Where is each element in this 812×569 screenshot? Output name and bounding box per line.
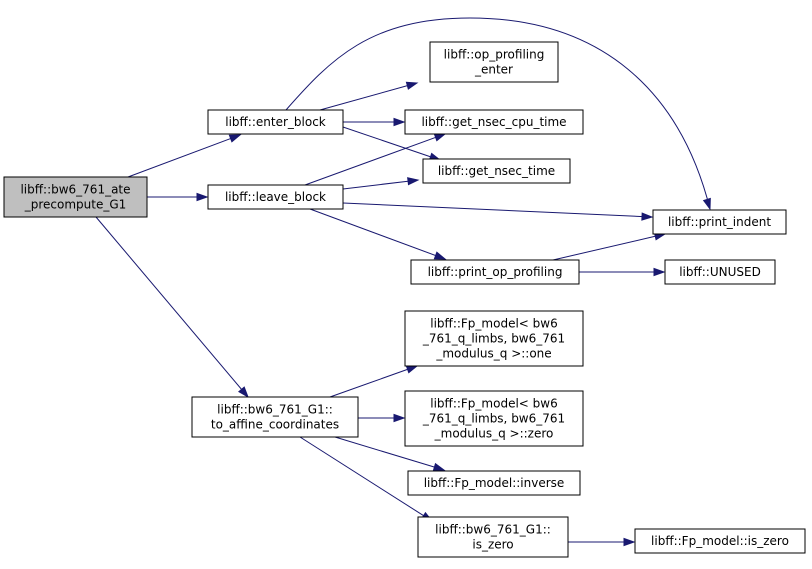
edge-leave-block-to-nsec-time bbox=[342, 177, 420, 190]
node-box bbox=[191, 396, 359, 438]
edge-enter-block-to-print-indent bbox=[285, 17, 711, 211]
nodes-layer: libff::bw6_761_ate_precompute_G1 libff::e… bbox=[3, 41, 806, 558]
node-label-line: to_affine_coordinates bbox=[211, 418, 339, 432]
node-label-line: libff::Fp_model::inverse bbox=[424, 476, 565, 490]
edge-line bbox=[95, 216, 243, 391]
node-box bbox=[664, 259, 776, 285]
node-box bbox=[3, 176, 148, 218]
node-label-line: libff::leave_block bbox=[225, 190, 326, 204]
node-box bbox=[404, 390, 584, 447]
node-label-line: _761_q_limbs, bw6_761 bbox=[422, 332, 565, 346]
edge-line bbox=[329, 368, 409, 398]
edge-line bbox=[299, 436, 425, 517]
edge-print-op-prof-to-print-indent bbox=[552, 232, 667, 261]
edge-line bbox=[552, 235, 657, 261]
edge-line bbox=[342, 202, 644, 218]
arrowhead-icon bbox=[432, 462, 446, 471]
node-root[interactable]: libff::bw6_761_ate_precompute_G1 bbox=[3, 176, 148, 218]
arrowhead-icon bbox=[407, 177, 420, 186]
edge-to-affine-to-fp-inverse bbox=[334, 436, 446, 471]
node-leave-block[interactable]: libff::leave_block bbox=[207, 184, 344, 210]
node-box bbox=[417, 516, 569, 558]
edge-to-affine-to-fp-zero bbox=[358, 413, 406, 423]
node-label-line: libff::bw6_761_ate bbox=[20, 183, 130, 197]
edge-leave-block-to-print-op-prof bbox=[309, 208, 447, 260]
node-label-line: libff::print_indent bbox=[668, 215, 771, 229]
node-box bbox=[652, 209, 787, 235]
arrowhead-icon bbox=[228, 134, 242, 143]
arrowhead-icon bbox=[641, 212, 654, 221]
node-print-indent[interactable]: libff::print_indent bbox=[652, 209, 787, 235]
node-fp-inverse[interactable]: libff::Fp_model::inverse bbox=[407, 470, 581, 496]
edge-line bbox=[304, 136, 437, 186]
node-label-line: is_zero bbox=[472, 538, 513, 552]
node-enter-block[interactable]: libff::enter_block bbox=[207, 109, 344, 135]
arrowhead-icon bbox=[393, 413, 406, 423]
node-label-line: _761_q_limbs, bw6_761 bbox=[422, 412, 565, 426]
node-box bbox=[422, 158, 571, 184]
node-label-line: libff::op_profiling bbox=[444, 48, 545, 62]
edge-line bbox=[285, 17, 711, 210]
edge-line bbox=[334, 436, 436, 468]
node-label-line: _precompute_G1 bbox=[24, 198, 127, 212]
edge-line bbox=[319, 84, 409, 111]
edge-to-affine-to-fp-one bbox=[329, 365, 419, 398]
edge-enter-block-to-nsec-cpu bbox=[343, 117, 406, 127]
node-fp-zero[interactable]: libff::Fp_model< bw6_761_q_limbs, bw6_76… bbox=[404, 390, 584, 447]
node-label-line: libff::UNUSED bbox=[679, 265, 761, 279]
node-op-prof-enter[interactable]: libff::op_profiling_enter bbox=[429, 41, 559, 83]
node-g1-is-zero[interactable]: libff::bw6_761_G1::is_zero bbox=[417, 516, 569, 558]
node-fp-one[interactable]: libff::Fp_model< bw6_761_q_limbs, bw6_76… bbox=[404, 310, 584, 367]
edge-line bbox=[342, 126, 432, 158]
node-nsec-cpu[interactable]: libff::get_nsec_cpu_time bbox=[404, 109, 584, 135]
node-box bbox=[404, 310, 584, 367]
edge-leave-block-to-print-indent bbox=[342, 202, 654, 221]
arrowhead-icon bbox=[623, 537, 636, 547]
arrowhead-icon bbox=[653, 267, 666, 277]
node-box bbox=[404, 109, 584, 135]
node-print-op-prof[interactable]: libff::print_op_profiling bbox=[410, 259, 580, 285]
arrowhead-icon bbox=[405, 365, 419, 374]
edge-enter-block-to-op-prof-enter bbox=[319, 81, 419, 111]
edge-root-to-enter-block bbox=[127, 134, 242, 178]
node-box bbox=[634, 528, 806, 554]
node-fp-is-zero[interactable]: libff::Fp_model::is_zero bbox=[634, 528, 806, 554]
node-unused[interactable]: libff::UNUSED bbox=[664, 259, 776, 285]
edge-print-op-prof-to-unused bbox=[579, 267, 666, 277]
arrowhead-icon bbox=[433, 251, 447, 260]
node-box bbox=[207, 184, 344, 210]
edge-line bbox=[309, 208, 437, 257]
arrowhead-icon bbox=[196, 192, 209, 202]
node-box bbox=[407, 470, 581, 496]
arrowhead-icon bbox=[405, 81, 419, 90]
node-label-line: _modulus_q >::zero bbox=[434, 427, 554, 441]
edge-line bbox=[342, 180, 410, 190]
arrowhead-icon bbox=[393, 117, 406, 127]
node-box bbox=[429, 41, 559, 83]
edge-g1-is-zero-to-fp-is-zero bbox=[568, 537, 636, 547]
node-label-line: libff::print_op_profiling bbox=[428, 265, 563, 279]
edge-line bbox=[127, 137, 232, 178]
arrowhead-icon bbox=[238, 386, 249, 399]
node-label-line: libff::Fp_model< bw6 bbox=[430, 397, 557, 411]
node-label-line: libff::Fp_model< bw6 bbox=[430, 317, 557, 331]
node-nsec-time[interactable]: libff::get_nsec_time bbox=[422, 158, 571, 184]
edges-layer bbox=[95, 17, 711, 547]
node-box bbox=[410, 259, 580, 285]
arrowhead-icon bbox=[433, 133, 447, 142]
node-label-line: libff::enter_block bbox=[225, 115, 326, 129]
node-label-line: libff::get_nsec_time bbox=[438, 164, 555, 178]
node-label-line: libff::bw6_761_G1:: bbox=[217, 403, 333, 417]
node-label-line: _modulus_q >::one bbox=[435, 347, 551, 361]
edge-root-to-leave-block bbox=[147, 192, 209, 202]
node-box bbox=[207, 109, 344, 135]
arrowhead-icon bbox=[702, 197, 711, 211]
node-label-line: libff::Fp_model::is_zero bbox=[651, 534, 789, 548]
node-label-line: libff::bw6_761_G1:: bbox=[435, 523, 551, 537]
edge-root-to-to-affine bbox=[95, 216, 249, 399]
node-label-line: _enter bbox=[474, 63, 513, 77]
node-label-line: libff::get_nsec_cpu_time bbox=[421, 115, 566, 129]
node-to-affine[interactable]: libff::bw6_761_G1::to_affine_coordinates bbox=[191, 396, 359, 438]
